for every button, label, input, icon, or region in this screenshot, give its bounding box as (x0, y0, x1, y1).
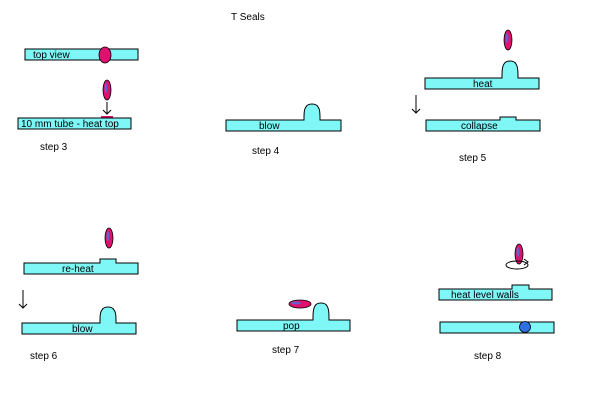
tube-final (439, 321, 555, 334)
flame-icon (288, 299, 312, 309)
tube-label-blow: blow (259, 121, 280, 132)
flame-icon (98, 46, 112, 64)
down-arrow-icon (102, 102, 112, 115)
tube-label-top-view: top view (33, 50, 70, 61)
tube-blow-with-bulge (21, 306, 137, 335)
tube-label-collapse: collapse (461, 121, 498, 132)
tube-reheat (23, 258, 139, 275)
tube-blow-with-bulge (225, 103, 342, 132)
step-6: re-heat blow step 6 (18, 227, 139, 362)
step-caption: step 5 (459, 153, 487, 164)
tube-label-reheat: re-heat (62, 264, 94, 275)
tube-top-view (24, 48, 139, 61)
step-caption: step 3 (40, 142, 68, 153)
tube-label-heat-level-walls: heat level walls (451, 290, 519, 301)
tube-heat-with-bulge (424, 60, 540, 90)
tube-10mm (17, 117, 132, 130)
step-8: heat level walls step 8 (438, 243, 555, 362)
flame-icon (104, 227, 114, 249)
down-arrow-icon (411, 95, 421, 114)
flame-icon (514, 243, 524, 265)
tube-heat-level-walls (438, 284, 553, 301)
seal-blob (519, 321, 531, 333)
flame-icon (102, 79, 112, 101)
step-4: blow step 4 (225, 103, 342, 157)
tube-pop-with-bulge (236, 302, 351, 332)
step-caption: step 4 (252, 146, 280, 157)
down-arrow-icon (18, 290, 28, 309)
tube-label-blow: blow (72, 324, 93, 335)
step-caption: step 6 (30, 351, 58, 362)
rotate-icon (505, 258, 529, 270)
step-7: pop step 7 (236, 299, 351, 356)
tube-label-pop: pop (283, 321, 300, 332)
tube-label-heat: heat (473, 79, 493, 90)
flame-icon (503, 29, 513, 51)
diagram-title: T Seals (231, 12, 265, 23)
tube-label-10mm: 10 mm tube - heat top (21, 119, 119, 130)
step-caption: step 7 (272, 345, 300, 356)
step-5: heat collapse step 5 (411, 29, 541, 164)
step-3: top view 10 mm tube - heat top step 3 (17, 46, 139, 153)
tube-collapse (425, 116, 541, 132)
step-caption: step 8 (474, 351, 502, 362)
